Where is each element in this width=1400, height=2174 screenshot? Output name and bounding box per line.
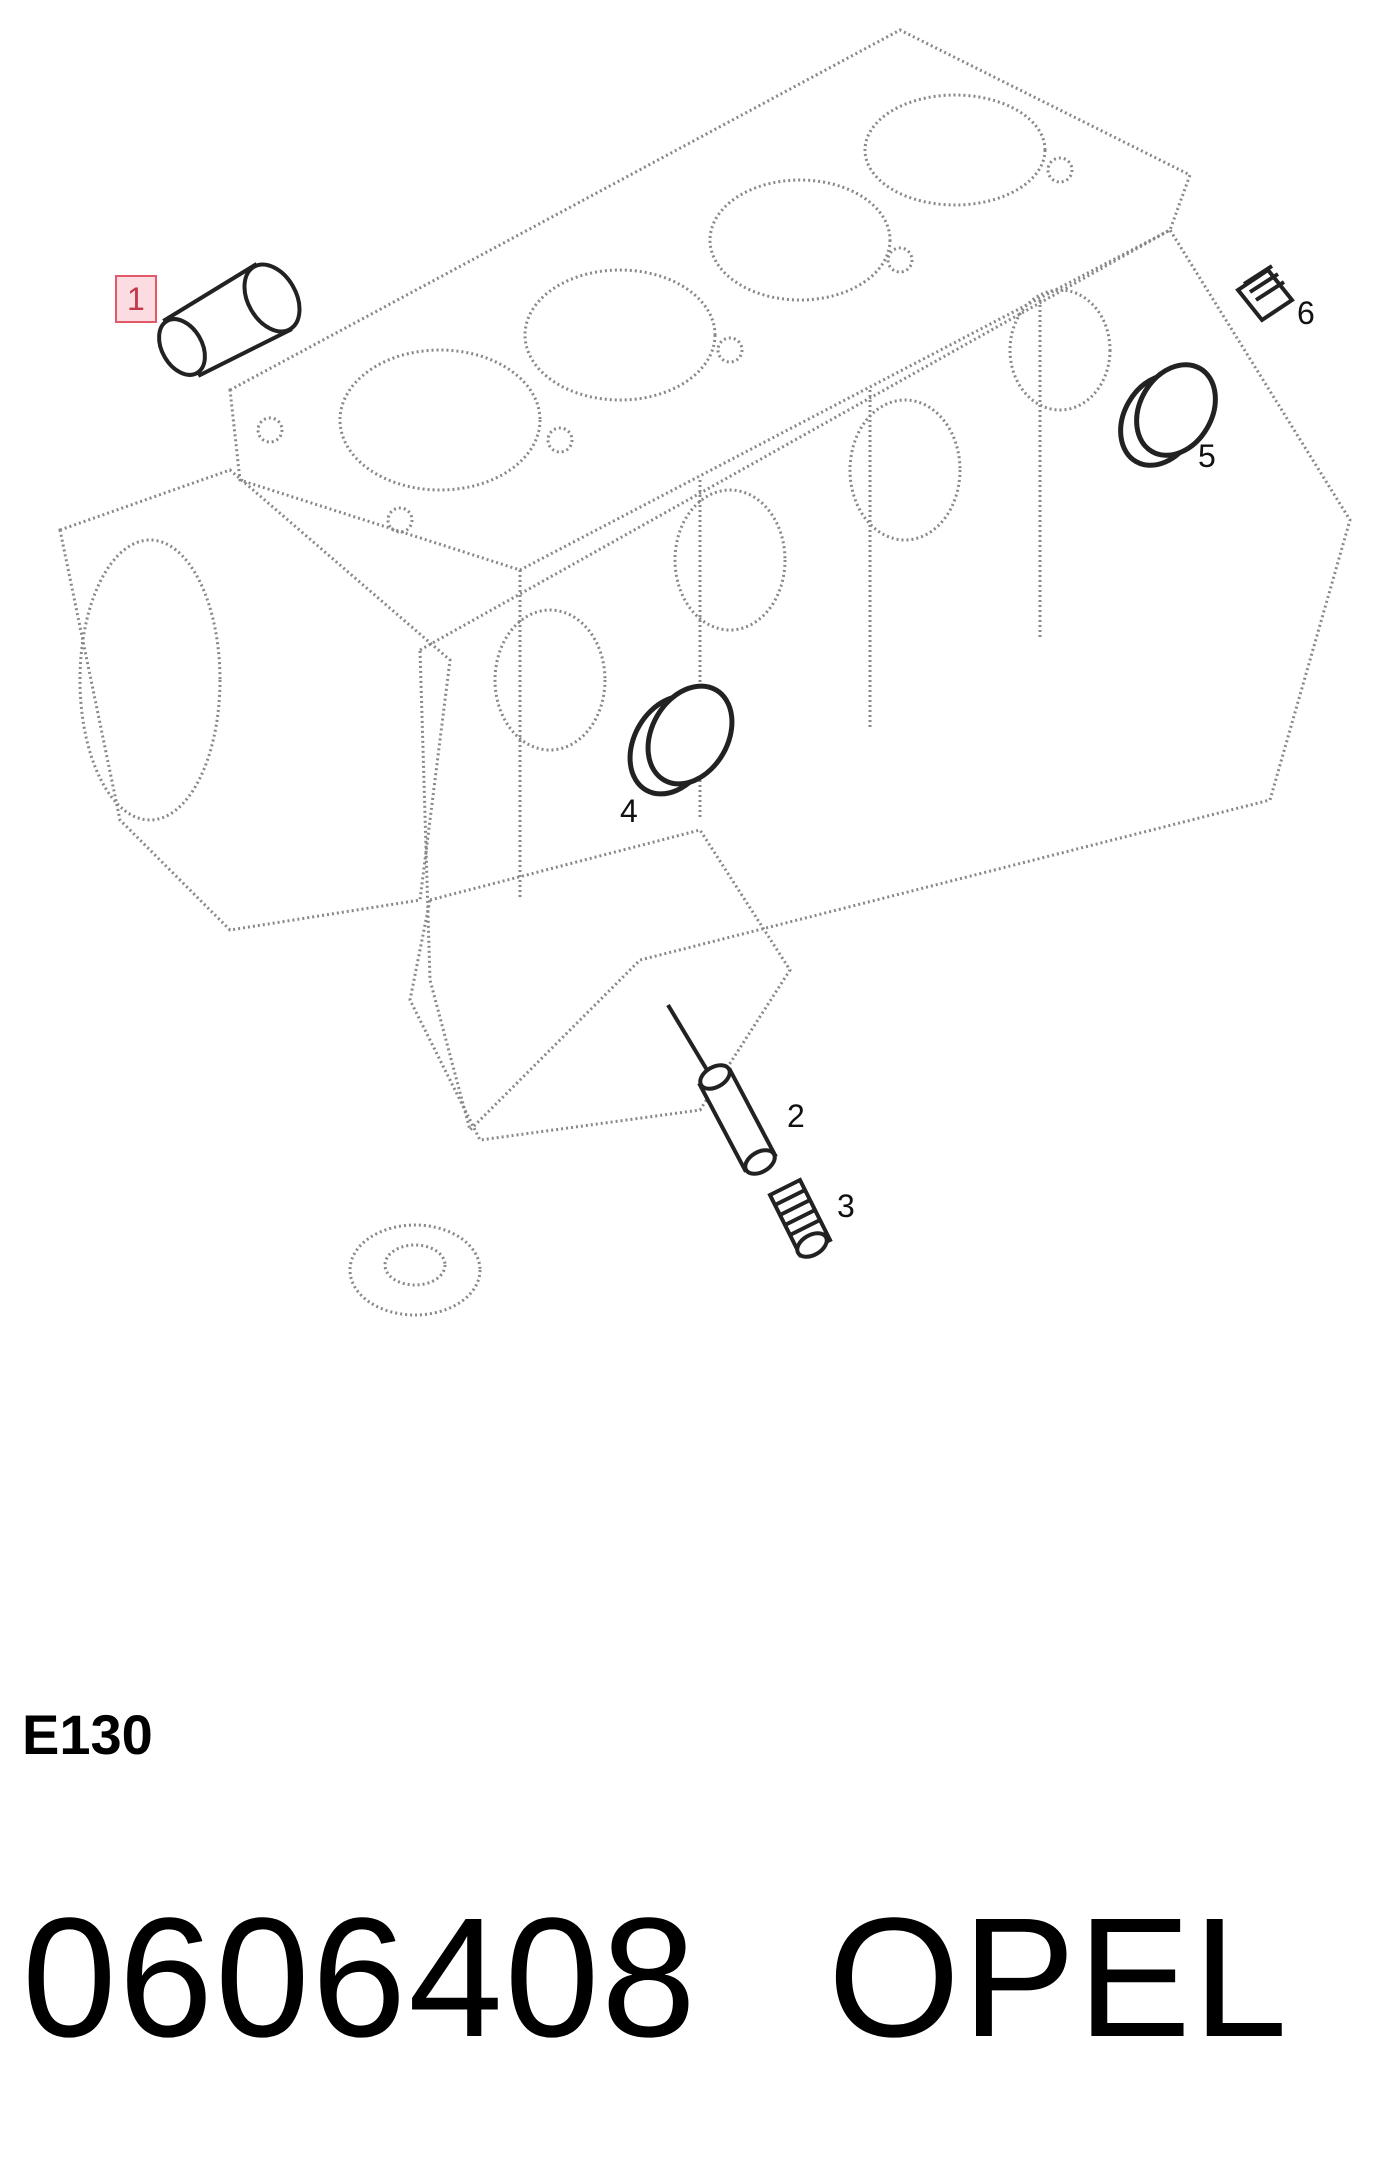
callout-3[interactable]: 3: [837, 1188, 855, 1224]
callout-4[interactable]: 4: [620, 793, 638, 829]
diagram-code: E130: [22, 1703, 153, 1766]
part-5-bearing: [1118, 362, 1218, 468]
callout-2[interactable]: 2: [787, 1098, 805, 1134]
engine-block: [58, 28, 1352, 1317]
part-3-plug: [767, 1177, 833, 1259]
callout-6[interactable]: 6: [1297, 295, 1315, 331]
part-1-sleeve: [157, 262, 302, 378]
brand-name: OPEL: [827, 1883, 1290, 2073]
part-2-pin: [666, 1003, 778, 1176]
callout-5[interactable]: 5: [1198, 438, 1216, 474]
part-6-plug: [1235, 264, 1295, 323]
engine-block-diagram: [58, 28, 1352, 1317]
part-number: 0606408: [22, 1883, 698, 2073]
part-footer: 0606408 OPEL: [22, 1880, 1289, 2076]
part-4-bearing: [627, 683, 735, 797]
callout-1[interactable]: 1: [115, 275, 157, 323]
